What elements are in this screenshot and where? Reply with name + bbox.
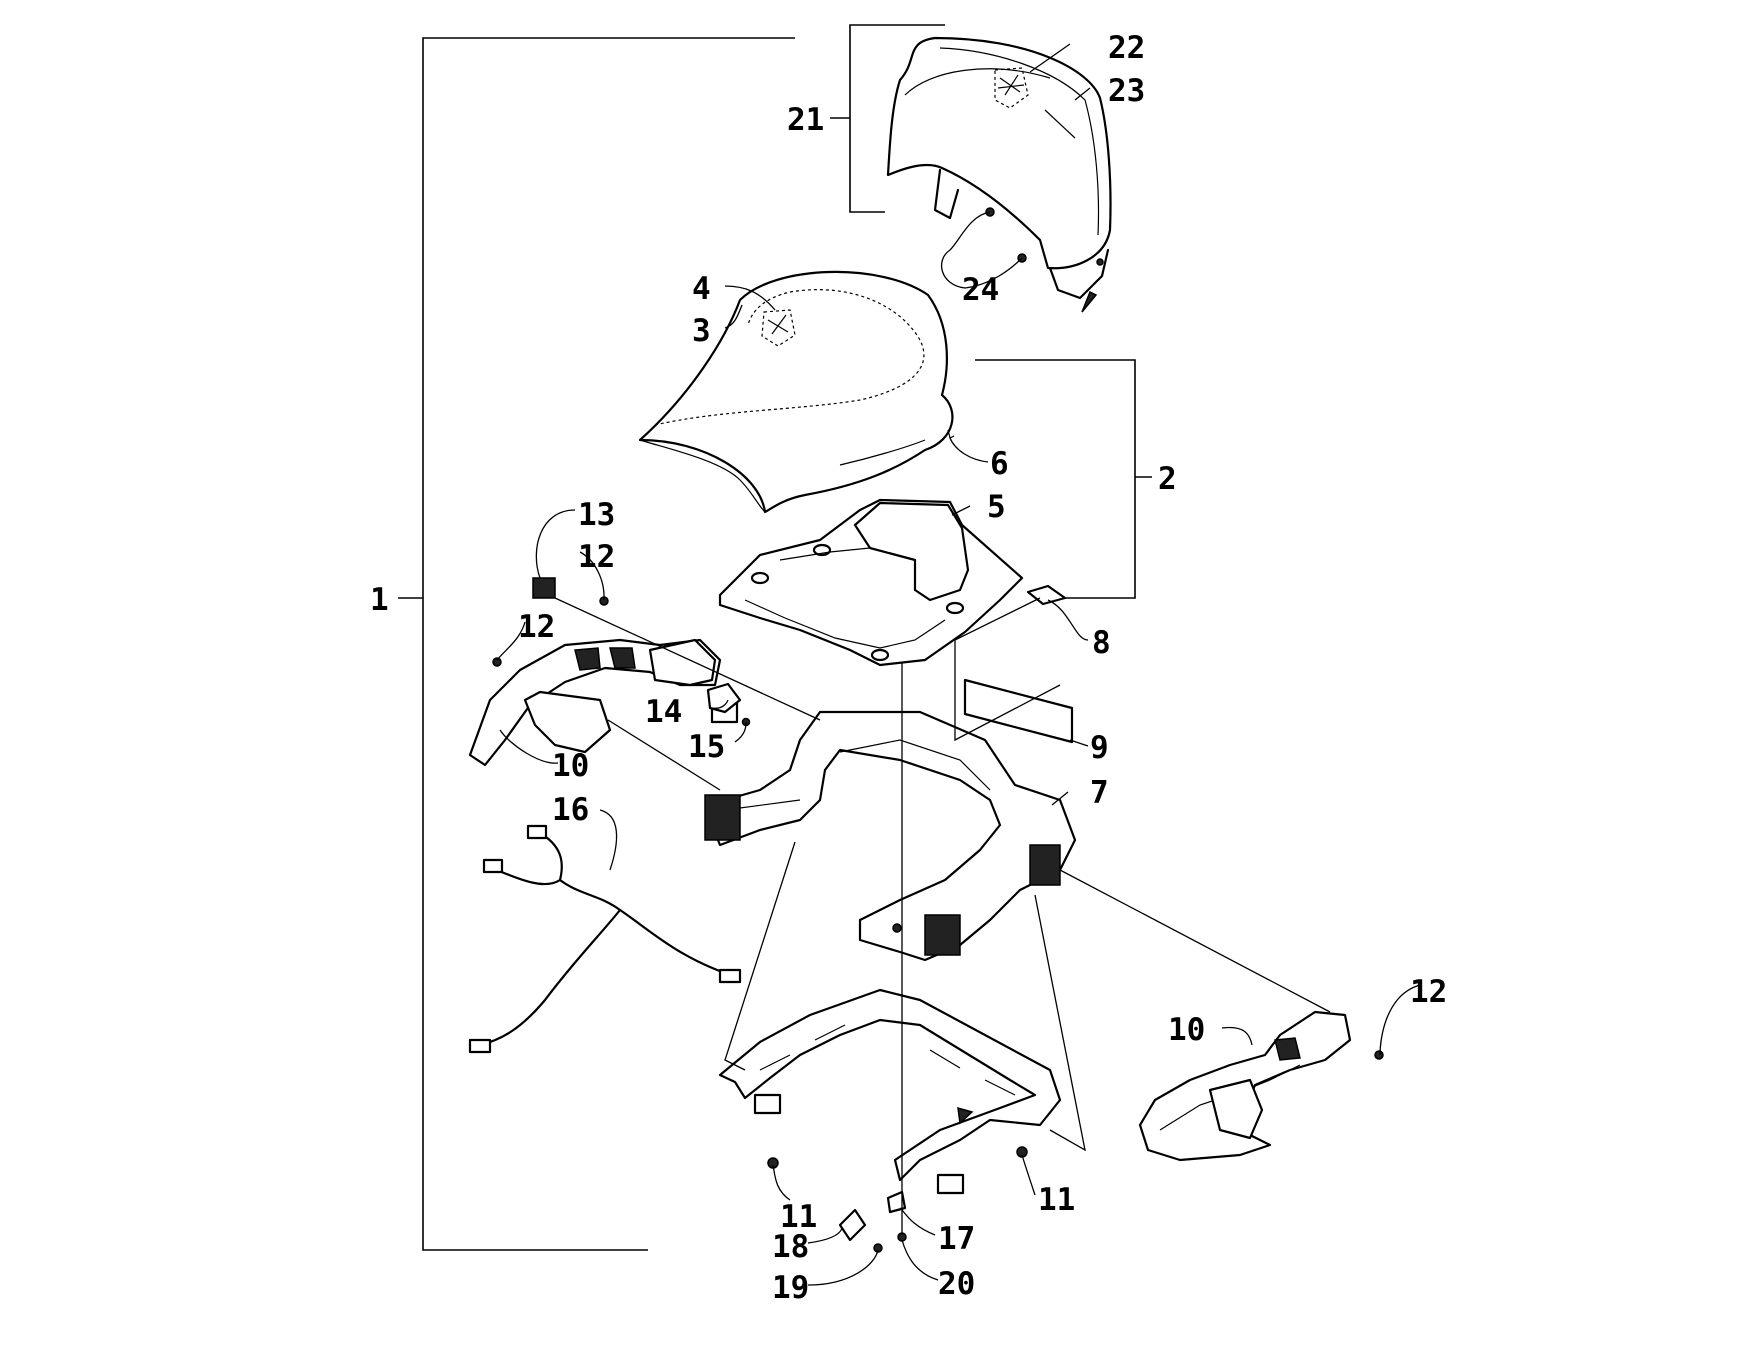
- callout-1: 1: [370, 582, 389, 618]
- label-8: [1026, 584, 1067, 606]
- seat-cushion: [638, 270, 954, 514]
- backrest: [886, 36, 1112, 313]
- callout-17: 17: [938, 1221, 975, 1257]
- part-18: [838, 1208, 867, 1242]
- callout-12-right: 12: [1410, 974, 1447, 1010]
- callout-5: 5: [987, 489, 1006, 525]
- backrest-decal: [994, 67, 1029, 109]
- assembly-bracket-1: [398, 37, 795, 1251]
- clip-6: [947, 429, 955, 439]
- callout-19: 19: [772, 1270, 809, 1306]
- callout-4: 4: [692, 271, 711, 307]
- label-9: [963, 678, 1074, 744]
- callout-7: 7: [1090, 775, 1109, 811]
- callout-12-left: 12: [518, 609, 555, 645]
- seat-frame: [704, 710, 1077, 962]
- callout-20: 20: [938, 1266, 975, 1302]
- callout-21: 21: [787, 102, 824, 138]
- callout-3: 3: [692, 313, 711, 349]
- assembly-bracket-21: [830, 24, 945, 213]
- callout-13: 13: [578, 497, 615, 533]
- callout-10-left: 10: [552, 748, 589, 784]
- callout-11-right: 11: [1038, 1182, 1075, 1218]
- callout-6: 6: [990, 446, 1009, 482]
- callout-8: 8: [1092, 625, 1111, 661]
- callout-15: 15: [688, 729, 725, 765]
- callout-labels: 1 2 3 4 5 6 7 8 9 10 10 11 11 12 12 12 1…: [370, 30, 1447, 1306]
- callout-23: 23: [1108, 73, 1145, 109]
- wire-harness: [468, 824, 742, 1054]
- screw-12-c: [1374, 1050, 1384, 1060]
- handle-right: [1138, 1010, 1352, 1162]
- seat-decal: [761, 309, 796, 347]
- callout-18: 18: [772, 1229, 809, 1265]
- screw-12-b: [492, 657, 502, 667]
- callout-10-right: 10: [1168, 1012, 1205, 1048]
- callout-leaders: [496, 43, 1421, 1286]
- callout-14: 14: [645, 694, 682, 730]
- callout-16: 16: [552, 792, 589, 828]
- callout-12-top: 12: [578, 539, 615, 575]
- callout-11-left: 11: [780, 1199, 817, 1235]
- part-14: [706, 682, 742, 714]
- callout-22: 22: [1108, 30, 1145, 66]
- callout-24: 24: [962, 272, 999, 308]
- assembly-bracket-2: [975, 359, 1152, 599]
- callout-2: 2: [1158, 461, 1177, 497]
- mount-plate: [718, 988, 1062, 1195]
- seat-base: [718, 498, 1024, 667]
- part-17: [886, 1190, 907, 1214]
- part-13: [532, 577, 556, 599]
- callout-9: 9: [1090, 730, 1109, 766]
- alignment-lines: [554, 597, 1331, 1235]
